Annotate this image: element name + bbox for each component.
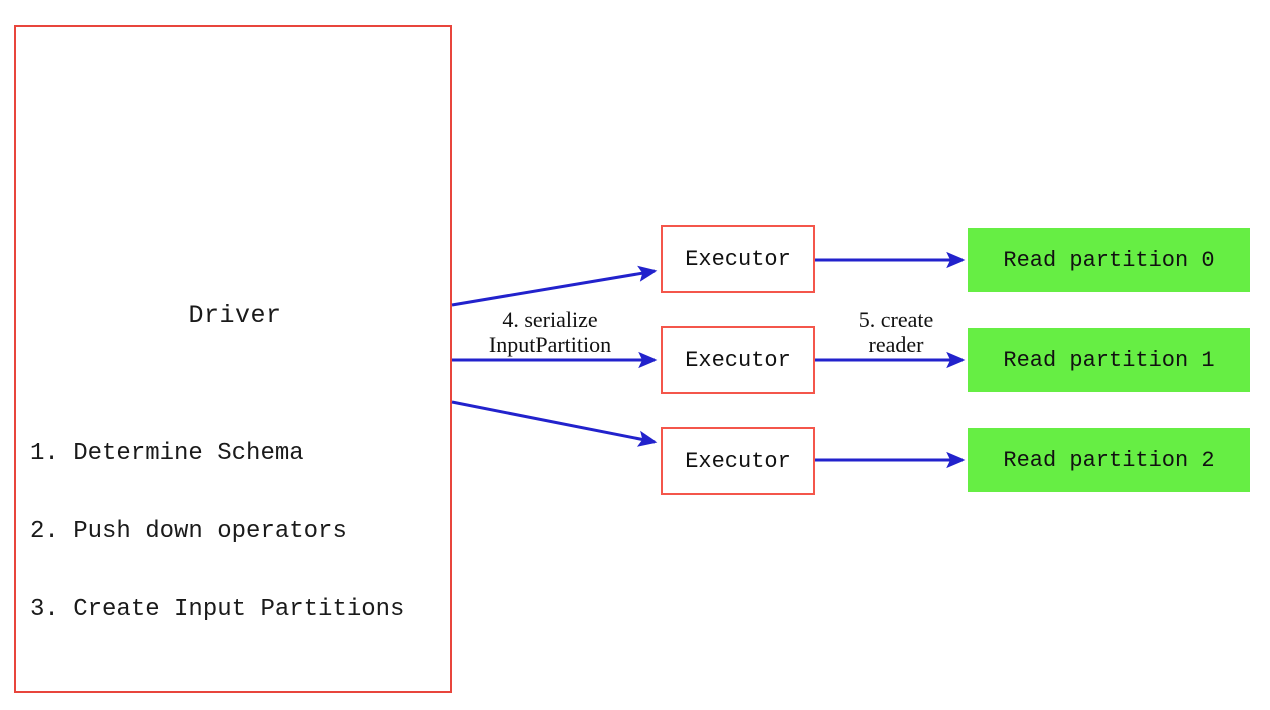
edge-label-serialize-line-2: InputPartition xyxy=(488,332,612,357)
edge-label-create-reader-line-1: 5. create xyxy=(858,307,934,332)
read-partition-box-2: Read partition 2 xyxy=(968,428,1250,492)
edge-label-create-reader: 5. create reader xyxy=(828,307,964,357)
executor-box-0: Executor xyxy=(661,225,815,293)
executor-label-2: Executor xyxy=(685,448,791,474)
read-partition-label-0: Read partition 0 xyxy=(1003,247,1215,273)
driver-steps-list: 1. Determine Schema 2. Push down operato… xyxy=(30,389,454,675)
driver-title: Driver xyxy=(188,301,282,330)
read-partition-box-1: Read partition 1 xyxy=(968,328,1250,392)
read-partition-box-0: Read partition 0 xyxy=(968,228,1250,292)
driver-step-2: 2. Push down operators xyxy=(30,518,347,545)
arrow-driver-to-executor-2 xyxy=(451,400,658,447)
executor-label-0: Executor xyxy=(685,246,791,272)
edge-label-create-reader-line-2: reader xyxy=(868,332,924,357)
edge-label-serialize: 4. serialize InputPartition xyxy=(462,307,638,357)
executor-label-1: Executor xyxy=(685,347,791,373)
driver-box: Driver 1. Determine Schema 2. Push down … xyxy=(14,25,452,693)
driver-step-1: 1. Determine Schema xyxy=(30,440,304,467)
arrow-driver-to-executor-0 xyxy=(451,265,658,307)
driver-step-3: 3. Create Input Partitions xyxy=(30,596,405,623)
executor-box-2: Executor xyxy=(661,427,815,495)
executor-box-1: Executor xyxy=(661,326,815,394)
read-partition-label-1: Read partition 1 xyxy=(1003,347,1215,373)
edge-label-serialize-line-1: 4. serialize xyxy=(502,307,598,332)
read-partition-label-2: Read partition 2 xyxy=(1003,447,1215,473)
